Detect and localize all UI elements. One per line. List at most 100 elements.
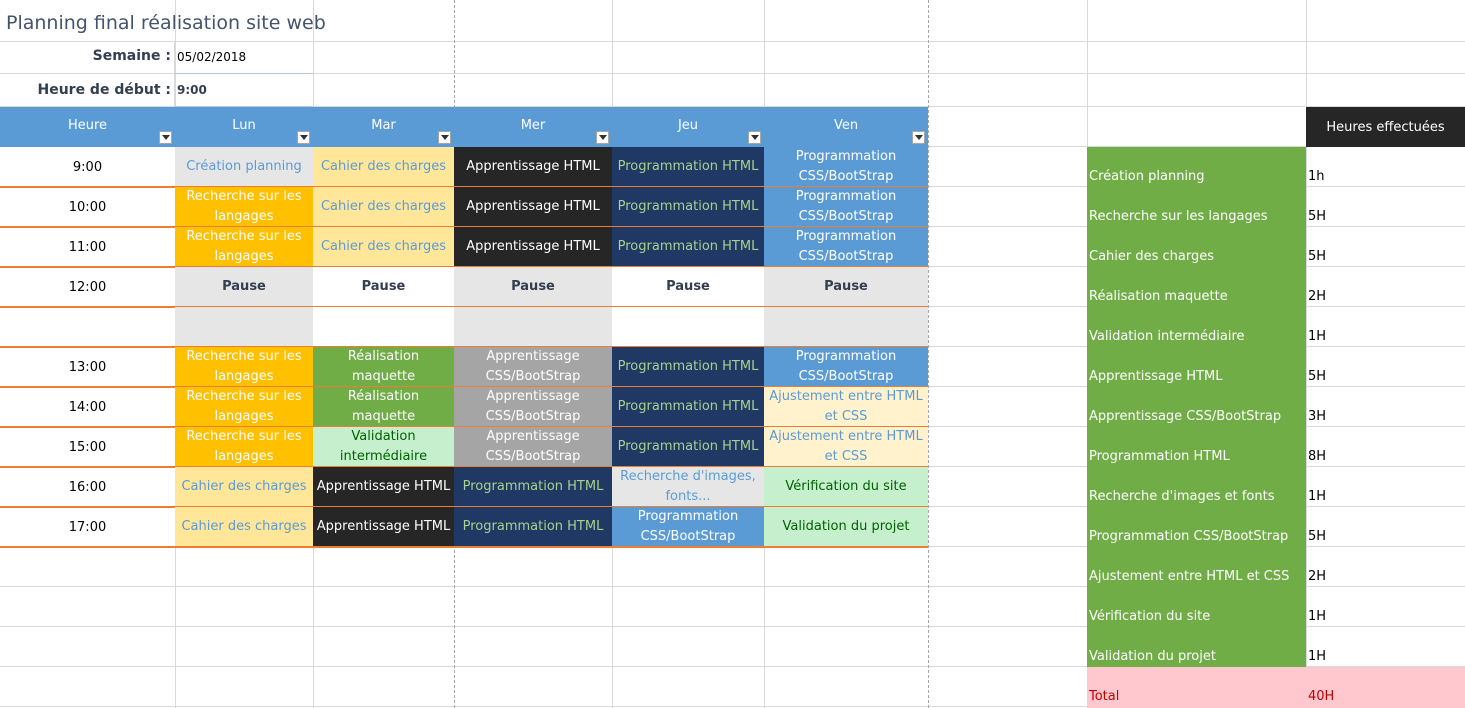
summary-task[interactable]: Vérification du site bbox=[1089, 609, 1211, 624]
time-cell[interactable]: 12:00 bbox=[68, 279, 107, 295]
time-cell[interactable]: 15:00 bbox=[68, 439, 107, 455]
summary-hours[interactable]: 1H bbox=[1308, 649, 1327, 664]
schedule-cell[interactable]: Programmation CSS/BootStrap bbox=[764, 347, 928, 387]
filter-dropdown-icon[interactable] bbox=[297, 131, 310, 144]
schedule-cell[interactable]: Programmation CSS/BootStrap bbox=[764, 147, 928, 187]
schedule-cell[interactable]: Cahier des charges bbox=[175, 467, 313, 507]
schedule-cell[interactable]: Pause bbox=[313, 267, 454, 307]
summary-task[interactable]: Recherche d'images et fonts bbox=[1089, 489, 1275, 504]
schedule-cell[interactable]: Réalisation maquette bbox=[313, 347, 454, 387]
schedule-cell[interactable] bbox=[454, 307, 612, 347]
schedule-cell[interactable]: Recherche d'images, fonts... bbox=[612, 467, 764, 507]
summary-task[interactable]: Programmation CSS/BootStrap bbox=[1089, 529, 1289, 544]
schedule-cell[interactable]: Cahier des charges bbox=[175, 507, 313, 547]
schedule-cell[interactable]: Ajustement entre HTML et CSS bbox=[764, 387, 928, 427]
summary-task[interactable]: Validation du projet bbox=[1089, 649, 1216, 664]
schedule-cell[interactable]: Réalisation maquette bbox=[313, 387, 454, 427]
schedule-cell[interactable]: Programmation CSS/BootStrap bbox=[764, 227, 928, 267]
time-cell[interactable]: 13:00 bbox=[68, 359, 107, 375]
semaine-value[interactable]: 05/02/2018 bbox=[177, 50, 247, 64]
schedule-cell[interactable]: Programmation HTML bbox=[454, 507, 612, 547]
time-cell[interactable] bbox=[0, 307, 175, 347]
time-cell[interactable]: 17:00 bbox=[68, 519, 107, 535]
summary-hours[interactable]: 2H bbox=[1308, 569, 1327, 584]
summary-hours[interactable]: 1H bbox=[1308, 609, 1327, 624]
schedule-cell[interactable]: Apprentissage CSS/BootStrap bbox=[454, 387, 612, 427]
summary-task[interactable]: Programmation HTML bbox=[1089, 449, 1230, 464]
schedule-cell[interactable]: Cahier des charges bbox=[313, 227, 454, 267]
total-label[interactable]: Total bbox=[1089, 689, 1120, 704]
column-header-1[interactable]: Lun bbox=[175, 107, 313, 147]
schedule-cell[interactable]: Programmation CSS/BootStrap bbox=[612, 507, 764, 547]
filter-dropdown-icon[interactable] bbox=[748, 131, 761, 144]
column-header-5[interactable]: Ven bbox=[764, 107, 928, 147]
summary-hours[interactable]: 5H bbox=[1308, 529, 1327, 544]
semaine-cell[interactable] bbox=[174, 41, 313, 74]
schedule-cell[interactable]: Validation du projet bbox=[764, 507, 928, 547]
summary-hours[interactable]: 1H bbox=[1308, 329, 1327, 344]
schedule-cell[interactable]: Recherche sur les langages bbox=[175, 427, 313, 467]
summary-hours[interactable]: 5H bbox=[1308, 209, 1327, 224]
time-cell[interactable]: 16:00 bbox=[68, 479, 107, 495]
schedule-cell[interactable]: Recherche sur les langages bbox=[175, 387, 313, 427]
summary-hours[interactable]: 3H bbox=[1308, 409, 1327, 424]
schedule-cell[interactable]: Apprentissage HTML bbox=[313, 467, 454, 507]
schedule-cell[interactable]: Apprentissage CSS/BootStrap bbox=[454, 347, 612, 387]
summary-task[interactable]: Apprentissage HTML bbox=[1089, 369, 1223, 384]
schedule-cell[interactable]: Cahier des charges bbox=[313, 147, 454, 187]
schedule-cell[interactable]: Programmation HTML bbox=[454, 467, 612, 507]
schedule-cell[interactable]: Apprentissage HTML bbox=[454, 187, 612, 227]
schedule-cell[interactable]: Recherche sur les langages bbox=[175, 347, 313, 387]
schedule-cell[interactable]: Création planning bbox=[175, 147, 313, 187]
summary-hours[interactable]: 5H bbox=[1308, 369, 1327, 384]
summary-hours[interactable]: 1h bbox=[1308, 169, 1325, 184]
schedule-cell[interactable]: Vérification du site bbox=[764, 467, 928, 507]
filter-dropdown-icon[interactable] bbox=[159, 131, 172, 144]
schedule-cell[interactable]: Validation intermédiaire bbox=[313, 427, 454, 467]
summary-task[interactable]: Validation intermédiaire bbox=[1089, 329, 1245, 344]
schedule-cell[interactable]: Programmation HTML bbox=[612, 187, 764, 227]
summary-task[interactable]: Création planning bbox=[1089, 169, 1205, 184]
schedule-cell[interactable]: Apprentissage HTML bbox=[313, 507, 454, 547]
schedule-cell[interactable]: Recherche sur les langages bbox=[175, 227, 313, 267]
summary-task[interactable]: Ajustement entre HTML et CSS bbox=[1089, 569, 1290, 584]
schedule-cell[interactable]: Pause bbox=[454, 267, 612, 307]
schedule-cell[interactable] bbox=[764, 307, 928, 347]
schedule-cell[interactable]: Cahier des charges bbox=[313, 187, 454, 227]
schedule-cell[interactable]: Pause bbox=[612, 267, 764, 307]
filter-dropdown-icon[interactable] bbox=[912, 131, 925, 144]
column-header-0[interactable]: Heure bbox=[0, 107, 175, 147]
schedule-cell[interactable] bbox=[175, 307, 313, 347]
column-header-3[interactable]: Mer bbox=[454, 107, 612, 147]
summary-task[interactable]: Cahier des charges bbox=[1089, 249, 1215, 264]
summary-hours[interactable]: 1H bbox=[1308, 489, 1327, 504]
heure-debut-value[interactable]: 9:00 bbox=[177, 83, 207, 97]
schedule-cell[interactable]: Programmation HTML bbox=[612, 387, 764, 427]
time-cell[interactable]: 11:00 bbox=[68, 239, 107, 255]
schedule-cell[interactable]: Apprentissage HTML bbox=[454, 147, 612, 187]
summary-task[interactable]: Apprentissage CSS/BootStrap bbox=[1089, 409, 1282, 424]
column-header-4[interactable]: Jeu bbox=[612, 107, 764, 147]
filter-dropdown-icon[interactable] bbox=[596, 131, 609, 144]
schedule-cell[interactable]: Pause bbox=[764, 267, 928, 307]
total-value[interactable]: 40H bbox=[1308, 689, 1335, 704]
schedule-cell[interactable]: Programmation HTML bbox=[612, 227, 764, 267]
schedule-cell[interactable] bbox=[612, 307, 764, 347]
schedule-cell[interactable]: Programmation HTML bbox=[612, 427, 764, 467]
time-cell[interactable]: 9:00 bbox=[72, 159, 103, 175]
time-cell[interactable]: 14:00 bbox=[68, 399, 107, 415]
column-header-2[interactable]: Mar bbox=[313, 107, 454, 147]
schedule-cell[interactable]: Apprentissage HTML bbox=[454, 227, 612, 267]
schedule-cell[interactable]: Ajustement entre HTML et CSS bbox=[764, 427, 928, 467]
summary-hours[interactable]: 5H bbox=[1308, 249, 1327, 264]
schedule-cell[interactable]: Programmation HTML bbox=[612, 147, 764, 187]
summary-header[interactable]: Heures effectuées bbox=[1306, 107, 1465, 147]
summary-task[interactable]: Réalisation maquette bbox=[1089, 289, 1228, 304]
schedule-cell[interactable] bbox=[313, 307, 454, 347]
heure-debut-cell[interactable] bbox=[174, 74, 313, 107]
time-cell[interactable]: 10:00 bbox=[68, 199, 107, 215]
summary-task[interactable]: Recherche sur les langages bbox=[1089, 209, 1268, 224]
schedule-cell[interactable]: Programmation CSS/BootStrap bbox=[764, 187, 928, 227]
schedule-cell[interactable]: Programmation HTML bbox=[612, 347, 764, 387]
filter-dropdown-icon[interactable] bbox=[438, 131, 451, 144]
